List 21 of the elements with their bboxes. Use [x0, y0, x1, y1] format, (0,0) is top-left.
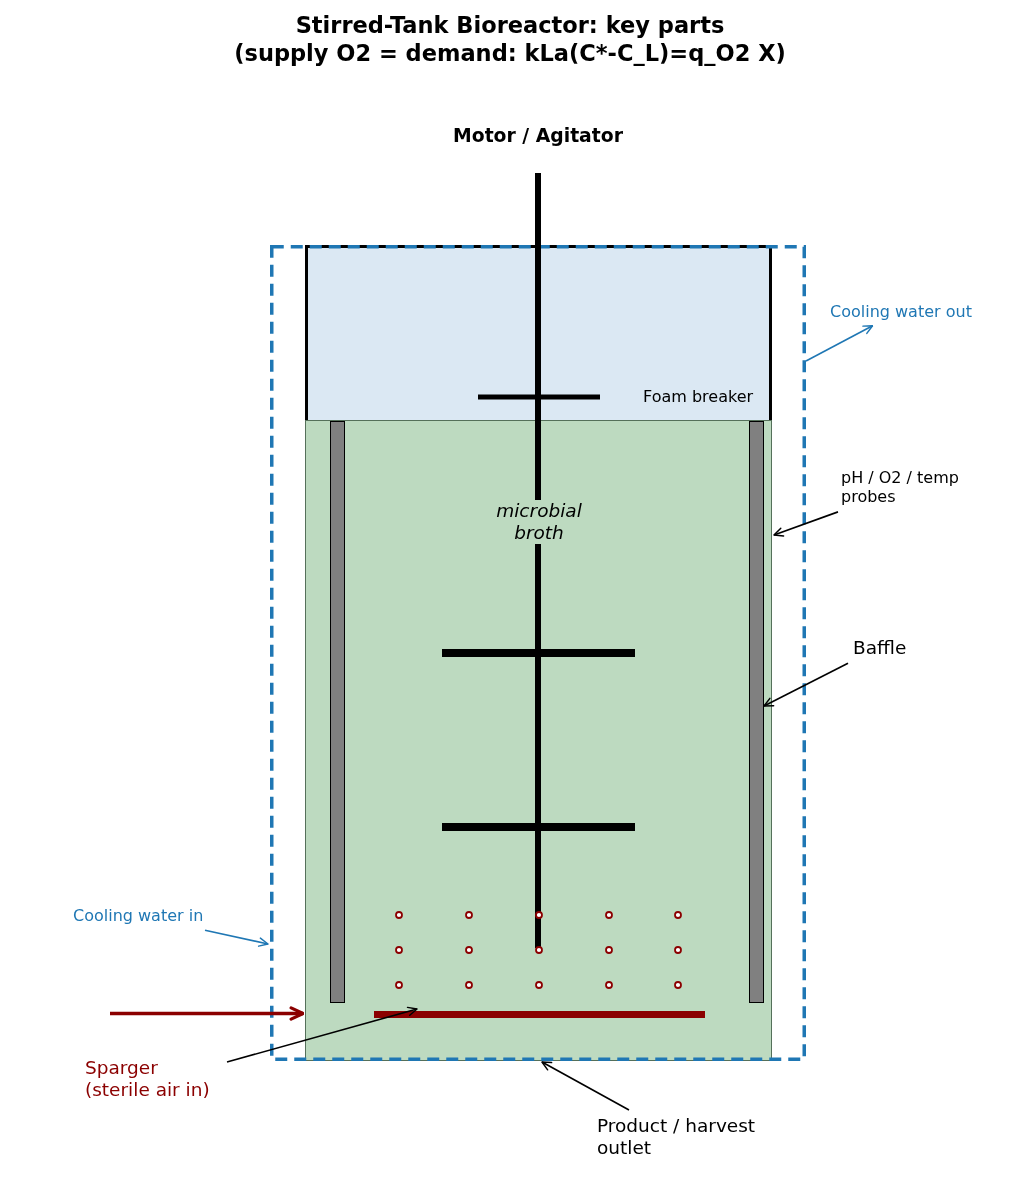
broth-label: microbial broth: [494, 500, 584, 545]
broth-region: [305, 420, 772, 1061]
cooling-outlet-label: Cooling water out: [830, 301, 972, 321]
leader-line: [204, 929, 269, 947]
leader-line: [226, 1006, 418, 1063]
leader-line: [541, 1061, 630, 1111]
baffle: [749, 421, 764, 1003]
sparger-bar: [374, 1011, 705, 1018]
baffle-label: Baffle: [853, 637, 907, 660]
baffle: [330, 421, 345, 1003]
outlet-label: Product / harvest outlet: [597, 1115, 765, 1160]
sparger-label: Sparger (sterile air in): [85, 1057, 220, 1102]
leader-line: [773, 511, 839, 537]
diagram-title: Stirred-Tank Bioreactor: key parts (supply O2 = demand: kLa(C*-C_L)=q_O2 X): [233, 11, 787, 68]
air-inlet-arrow: [110, 1006, 305, 1021]
agitator-label: Motor / Agitator: [452, 125, 624, 148]
cooling-inlet-label: Cooling water in: [73, 906, 204, 926]
probes-label: pH / O2 / temp probes: [841, 467, 971, 506]
foam-breaker-label: Foam breaker: [643, 387, 755, 407]
leader-line: [805, 324, 874, 362]
leader-line: [763, 662, 849, 707]
